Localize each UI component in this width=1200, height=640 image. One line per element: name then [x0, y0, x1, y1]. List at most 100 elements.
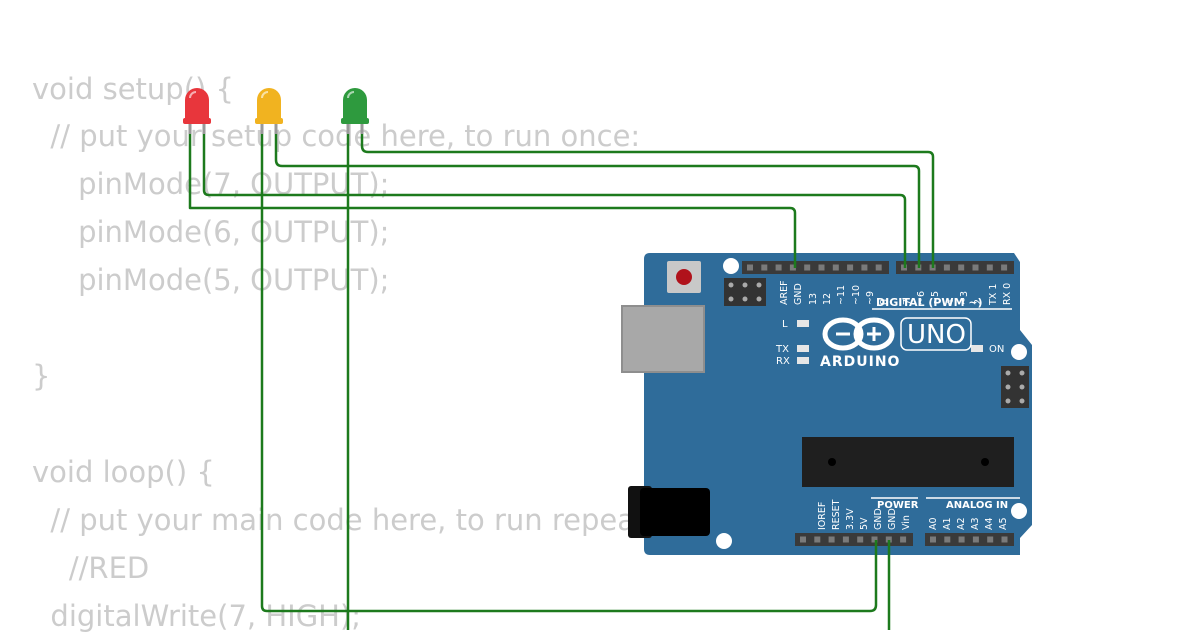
- pin-label: A0: [928, 517, 939, 530]
- led-label-rx: RX: [776, 356, 790, 367]
- icsp-header: [724, 278, 766, 306]
- digital-header-right[interactable]: [896, 261, 1014, 274]
- header-pin[interactable]: [842, 536, 849, 543]
- pin-label: IOREF: [817, 502, 828, 530]
- header-pin[interactable]: [832, 264, 839, 271]
- power-label: POWER: [877, 500, 919, 511]
- header-pin[interactable]: [875, 264, 882, 271]
- header-pin[interactable]: [747, 264, 753, 271]
- header-pin[interactable]: [828, 536, 835, 543]
- digital-header-label: DIGITAL (PWM ~): [876, 296, 983, 309]
- pin-label: GND: [873, 508, 884, 530]
- header-pin[interactable]: [775, 264, 782, 271]
- pin-label: GND: [793, 283, 804, 305]
- header-pin[interactable]: [800, 536, 806, 543]
- header-pin[interactable]: [804, 264, 811, 271]
- led-label-tx: TX: [775, 344, 789, 355]
- header-pin[interactable]: [972, 536, 979, 543]
- code-line: void setup() {: [32, 72, 234, 106]
- power-jack: [628, 486, 710, 538]
- header-pin[interactable]: [789, 264, 796, 271]
- code-line: void loop() {: [32, 455, 215, 489]
- code-line: // put your main code here, to run repea…: [32, 503, 716, 537]
- header-pin[interactable]: [944, 536, 951, 543]
- header-pin[interactable]: [871, 536, 878, 543]
- pin-label: A2: [956, 517, 967, 530]
- microcontroller-chip: [802, 437, 1014, 487]
- wire-red-pin7[interactable]: [188, 128, 797, 268]
- digital-header-left[interactable]: [742, 261, 889, 274]
- pin-label: RESET: [831, 499, 842, 530]
- code-line: pinMode(6, OUTPUT);: [32, 215, 390, 249]
- pin-label: 13: [808, 293, 819, 305]
- led-rim: [341, 118, 369, 124]
- pin-label: ~5: [930, 291, 941, 305]
- led-red[interactable]: [183, 88, 211, 134]
- pin-label: 5V: [859, 517, 870, 530]
- brand-label: ARDUINO: [820, 354, 900, 370]
- mounting-hole: [1011, 344, 1027, 360]
- pin-label: ~9: [865, 291, 876, 305]
- led-rim: [183, 118, 211, 124]
- pin-label: 3.3V: [845, 508, 856, 530]
- wire-green-pin5[interactable]: [360, 124, 935, 268]
- wire-yellow-pin6[interactable]: [274, 124, 921, 268]
- header-pin[interactable]: [986, 264, 993, 271]
- model-badge: [900, 317, 972, 351]
- led-green[interactable]: [341, 88, 369, 134]
- led-body: [185, 88, 209, 122]
- power-header[interactable]: [795, 533, 913, 546]
- pin-label: A4: [984, 517, 995, 530]
- pin-label: GND: [887, 508, 898, 530]
- wires[interactable]: [188, 124, 935, 630]
- header-pin[interactable]: [900, 536, 907, 543]
- code-line: digitalWrite(7, HIGH);: [32, 599, 362, 633]
- wire-yellow-gnd[interactable]: [260, 124, 878, 613]
- pin-label: 7: [902, 299, 913, 305]
- pin-label: TX 1: [988, 284, 999, 306]
- header-pin[interactable]: [972, 264, 979, 271]
- code-line: //RED: [32, 551, 150, 585]
- pin-label: Vin: [901, 515, 912, 530]
- power-analog-pins[interactable]: [800, 536, 1008, 543]
- led-rim: [255, 118, 283, 124]
- header-pin[interactable]: [814, 536, 821, 543]
- pin-label: A3: [970, 517, 981, 530]
- reset-button[interactable]: [667, 261, 701, 293]
- header-pin[interactable]: [847, 264, 854, 271]
- pin-label: RX 0: [1002, 283, 1013, 305]
- header-pin[interactable]: [818, 264, 825, 271]
- pin-label: 12: [822, 293, 833, 305]
- model-label: UNO: [907, 320, 966, 350]
- header-pin[interactable]: [930, 536, 936, 543]
- header-pin[interactable]: [943, 264, 950, 271]
- header-pin[interactable]: [885, 536, 892, 543]
- led-yellow[interactable]: [255, 88, 283, 134]
- pin-label: AREF: [779, 280, 790, 305]
- led-body: [257, 88, 281, 122]
- header-pin[interactable]: [761, 264, 768, 271]
- code-line: // put your setup code here, to run once…: [32, 119, 641, 153]
- mounting-hole: [1011, 503, 1027, 519]
- pin-label: 2: [973, 299, 984, 305]
- header-pin[interactable]: [861, 264, 868, 271]
- analog-header[interactable]: [925, 533, 1014, 546]
- header-pin[interactable]: [958, 264, 965, 271]
- wire-red-led-pin7[interactable]: [202, 128, 907, 268]
- led-label-on: ON: [989, 344, 1004, 355]
- header-pin[interactable]: [987, 536, 994, 543]
- status-leds: L TX RX ON: [775, 319, 1004, 367]
- header-pin[interactable]: [857, 536, 864, 543]
- code-line: }: [32, 359, 51, 393]
- header-pin[interactable]: [1001, 536, 1008, 543]
- header-pin[interactable]: [1001, 264, 1008, 271]
- led-body: [343, 88, 367, 122]
- pin-label: 8: [879, 299, 890, 305]
- header-pin[interactable]: [958, 536, 965, 543]
- analog-label: ANALOG IN: [946, 500, 1008, 511]
- pin-label: A1: [942, 517, 953, 530]
